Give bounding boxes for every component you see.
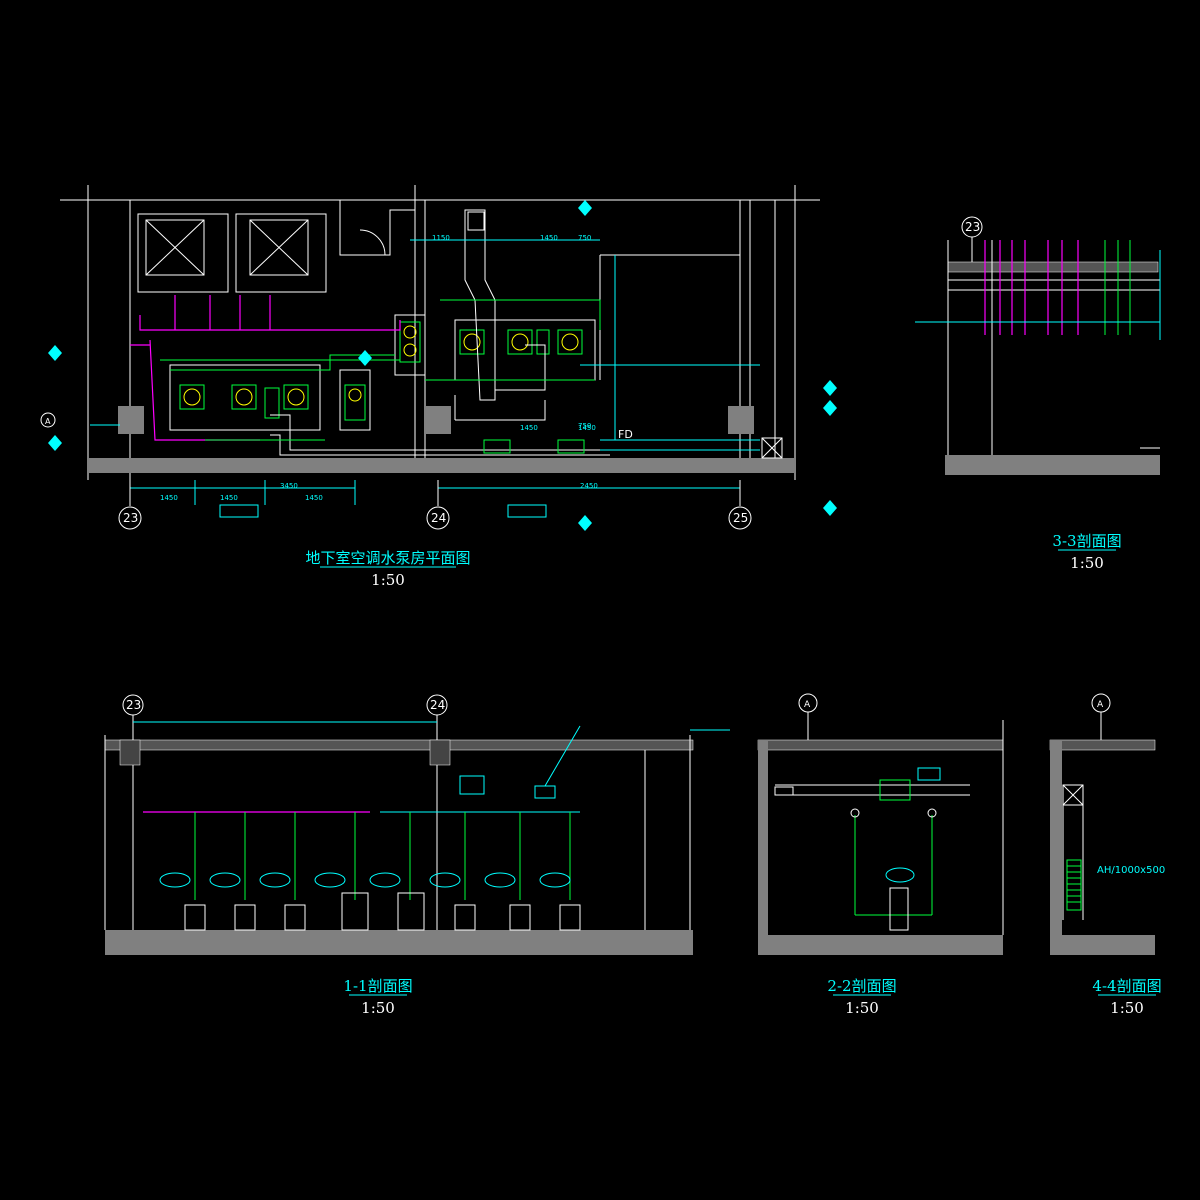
dim-7: 2450	[580, 482, 598, 490]
louver-label: AH/1000x500	[1097, 865, 1165, 876]
plan-scale: 1:50	[371, 571, 405, 589]
section-22-scale: 1:50	[845, 999, 879, 1017]
dim-5: 1450	[578, 424, 596, 432]
dim-6: 3450	[280, 482, 298, 490]
section-1-1: 23 24	[104, 694, 730, 1017]
axis-25-plan: 25	[733, 511, 748, 525]
axis-A-plan: A	[45, 417, 51, 426]
section-11-title: 1-1剖面图	[343, 977, 412, 995]
section-4-4: A AH/1000x500 4-4剖面图 1:50	[1049, 693, 1165, 1017]
section-33-title: 3-3剖面图	[1052, 532, 1121, 550]
plan-pumps	[179, 321, 583, 421]
section-44-title: 4-4剖面图	[1092, 977, 1161, 995]
dim-4: 1450	[520, 424, 538, 432]
axis-23-s33: 23	[965, 220, 980, 234]
plan-axis-bubbles: 23 24 25	[118, 480, 752, 530]
plan-view: 1450 1450 1450 1450 1450 3450 2450 1150 …	[40, 185, 837, 589]
column-23	[118, 406, 144, 434]
axis-23-plan: 23	[123, 511, 138, 525]
section-33-scale: 1:50	[1070, 554, 1104, 572]
section-11-scale: 1:50	[361, 999, 395, 1017]
section-2-2: A 2-2剖面图 1:50	[757, 693, 1004, 1017]
axis-A-s44: A	[1097, 700, 1104, 710]
dim-3: 1450	[305, 494, 323, 502]
plan-title: 地下室空调水泵房平面图	[305, 549, 470, 567]
fd-label: FD	[618, 428, 633, 441]
axis-24-s11: 24	[430, 698, 445, 712]
dim-1: 1450	[160, 494, 178, 502]
axis-A-s22: A	[804, 700, 811, 710]
section-markers: A	[40, 200, 837, 531]
column-25	[728, 406, 754, 434]
column-24	[425, 406, 451, 434]
dim-11: 750	[578, 422, 591, 430]
s11-pumps	[159, 812, 581, 931]
plan-floor-slab	[88, 458, 795, 473]
dim-2: 1450	[220, 494, 238, 502]
section-44-scale: 1:50	[1110, 999, 1144, 1017]
section-3-3: 23 3-3剖面图 1:50	[915, 216, 1161, 572]
axis-23-s11: 23	[126, 698, 141, 712]
dim-8: 1150	[432, 234, 450, 242]
dim-9: 1450	[540, 234, 558, 242]
section-22-title: 2-2剖面图	[827, 977, 896, 995]
dim-10: 750	[578, 234, 591, 242]
axis-24-plan: 24	[431, 511, 446, 525]
